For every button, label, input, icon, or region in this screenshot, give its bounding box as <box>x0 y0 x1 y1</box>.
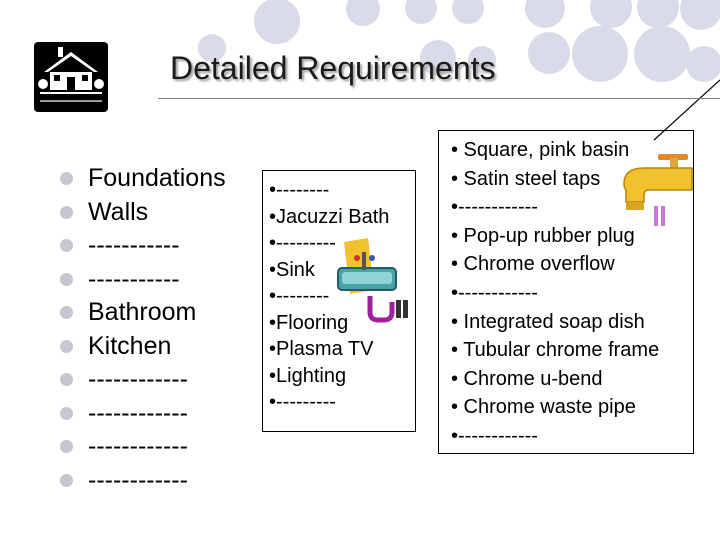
circle-bullet-icon <box>60 473 73 487</box>
house-clipart-icon <box>34 42 108 112</box>
list-item: ------------ <box>60 430 226 464</box>
circle-bullet-icon <box>60 440 73 453</box>
list-item: • Chrome overflow <box>451 253 615 276</box>
slide-title: Detailed Requirements <box>170 50 496 86</box>
list-item: ----------- <box>60 229 226 263</box>
list-item: • Satin steel taps <box>451 167 601 190</box>
list-item-label: ----------- <box>88 231 180 259</box>
list-item: •--------- <box>269 232 336 254</box>
list-item-label: ------------ <box>88 432 188 460</box>
requirements-list: Foundations Walls ----------- ----------… <box>60 162 226 497</box>
circle-bullet-icon <box>60 205 73 219</box>
circle-bullet-icon <box>60 272 73 286</box>
sink-spec-list: • Square, pink basin • Satin steel taps … <box>439 131 693 451</box>
list-item-label: ----------- <box>88 264 180 293</box>
decorative-circle <box>346 0 380 26</box>
decorative-circle <box>572 26 628 82</box>
list-item-label: ------------ <box>88 365 188 393</box>
list-item: • Tubular chrome frame <box>451 339 660 362</box>
decorative-circle <box>420 40 456 76</box>
list-item: •Sink <box>269 258 315 281</box>
list-item-label: ------------ <box>88 465 188 494</box>
bathroom-detail-box: •-------- •Jacuzzi Bath •--------- •Sink… <box>262 170 416 432</box>
decorative-circle <box>468 46 496 74</box>
list-item: Foundations <box>60 162 226 196</box>
circle-bullet-icon <box>60 373 73 386</box>
list-item-label: ------------ <box>88 398 188 427</box>
list-item: • Square, pink basin <box>451 139 630 161</box>
list-item: ------------ <box>60 363 226 397</box>
sink-spec-box: • Square, pink basin • Satin steel taps … <box>438 130 694 454</box>
list-item: •------------ <box>451 196 538 219</box>
list-item: •Lighting <box>269 364 347 387</box>
list-item: ------------ <box>60 464 226 498</box>
list-item: • Integrated soap dish <box>451 310 645 333</box>
list-item: ------------ <box>60 397 226 431</box>
tap-clipart-icon <box>623 154 693 226</box>
list-item: • Pop-up rubber plug <box>451 224 635 247</box>
list-item: •------------ <box>451 281 538 304</box>
list-item: • Chrome u-bend <box>451 367 603 390</box>
circle-bullet-icon <box>60 172 73 185</box>
circle-bullet-icon <box>60 239 73 252</box>
sink-clipart-icon <box>337 238 408 323</box>
circle-bullet-icon <box>60 306 73 319</box>
list-item: •------------ <box>451 424 538 447</box>
list-item-label: Walls <box>88 197 149 226</box>
decorative-circle <box>254 0 300 44</box>
list-item: Bathroom <box>60 296 226 330</box>
list-item: •-------- <box>269 179 330 201</box>
bathroom-detail-list: •-------- •Jacuzzi Bath •--------- •Sink… <box>263 171 415 416</box>
list-item: Kitchen <box>60 330 226 364</box>
decorative-circle <box>528 32 570 74</box>
decorative-circle <box>680 0 720 30</box>
list-item-label: Foundations <box>88 164 226 192</box>
list-item: •-------- <box>269 285 330 307</box>
decorative-circle <box>686 46 720 82</box>
list-item: •Plasma TV <box>269 338 374 360</box>
list-item: ----------- <box>60 263 226 297</box>
list-item-label: Bathroom <box>88 298 197 326</box>
list-item: •--------- <box>269 391 336 413</box>
circle-bullet-icon <box>60 339 73 353</box>
decorative-circle <box>198 34 226 62</box>
list-item: •Jacuzzi Bath <box>269 205 390 228</box>
list-item-label: Kitchen <box>88 331 172 360</box>
circle-bullet-icon <box>60 406 73 420</box>
list-item: •Flooring <box>269 311 349 334</box>
title-divider <box>158 98 720 99</box>
list-item: • Chrome waste pipe <box>451 396 636 419</box>
list-item: Walls <box>60 196 226 230</box>
decorative-circle <box>634 26 690 82</box>
